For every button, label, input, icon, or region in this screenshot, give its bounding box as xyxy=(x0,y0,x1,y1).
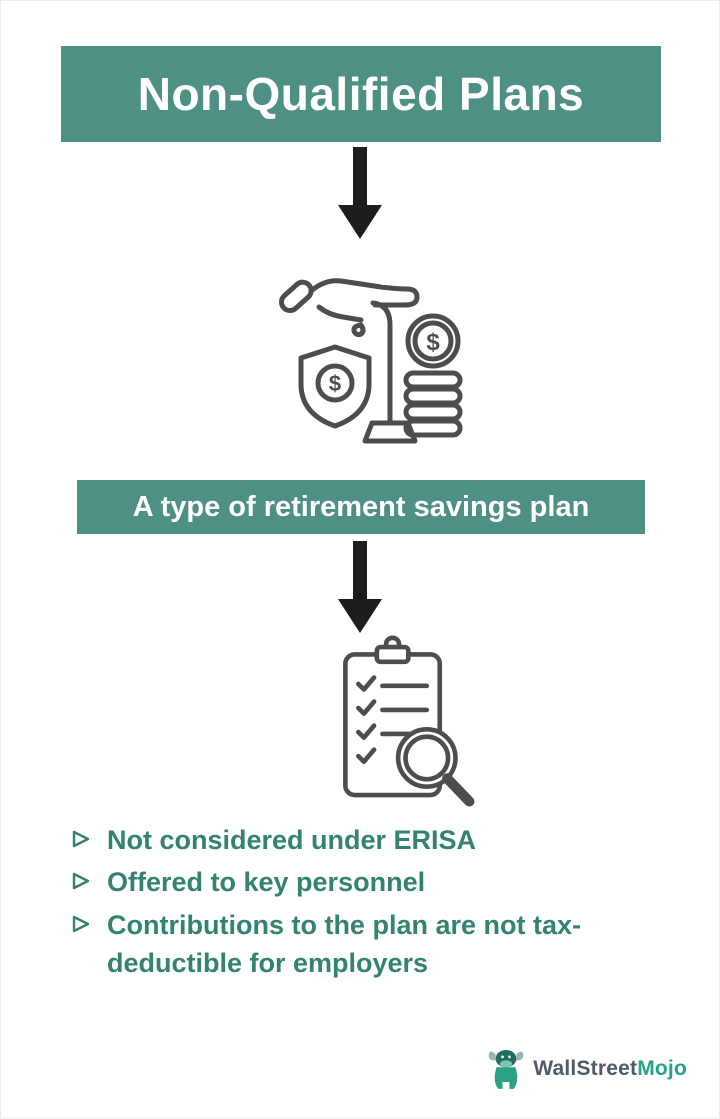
list-item: Not considered under ERISA xyxy=(71,821,656,859)
bullet-arrow-icon xyxy=(72,830,90,848)
key-points-list: Not considered under ERISA Offered to ke… xyxy=(71,821,656,986)
down-arrow-icon xyxy=(338,147,382,239)
logo-text: WallStreetMojo xyxy=(533,1057,687,1081)
down-arrow-icon xyxy=(338,541,382,633)
coin-dollar-sign: $ xyxy=(426,329,440,356)
list-item: Contributions to the plan are not tax-de… xyxy=(71,906,656,983)
logo-text-mojo: Mojo xyxy=(637,1057,687,1080)
bullet-arrow-icon xyxy=(72,873,90,890)
subtitle-text: A type of retirement savings plan xyxy=(132,490,590,523)
page-title: Non-Qualified Plans xyxy=(137,68,585,120)
bullet-text: Offered to key personnel xyxy=(107,867,426,898)
title-banner: Non-Qualified Plans xyxy=(61,46,661,142)
bullet-text: Not considered under ERISA xyxy=(107,825,477,855)
list-item: Offered to key personnel xyxy=(71,863,656,901)
wallstreetmojo-logo: WallStreetMojo xyxy=(487,1046,687,1092)
subtitle-banner: A type of retirement savings plan xyxy=(77,480,645,534)
bullet-arrow-icon xyxy=(72,915,90,932)
money-savings-icon: $ $ xyxy=(279,278,463,444)
logo-text-wallstreet: WallStreet xyxy=(533,1057,638,1080)
bullet-text: Contributions to the plan are not tax-de… xyxy=(107,909,581,978)
shield-dollar-sign: $ xyxy=(329,371,341,396)
checklist-magnifier-icon xyxy=(343,635,475,807)
bull-logo-icon xyxy=(489,1050,524,1089)
